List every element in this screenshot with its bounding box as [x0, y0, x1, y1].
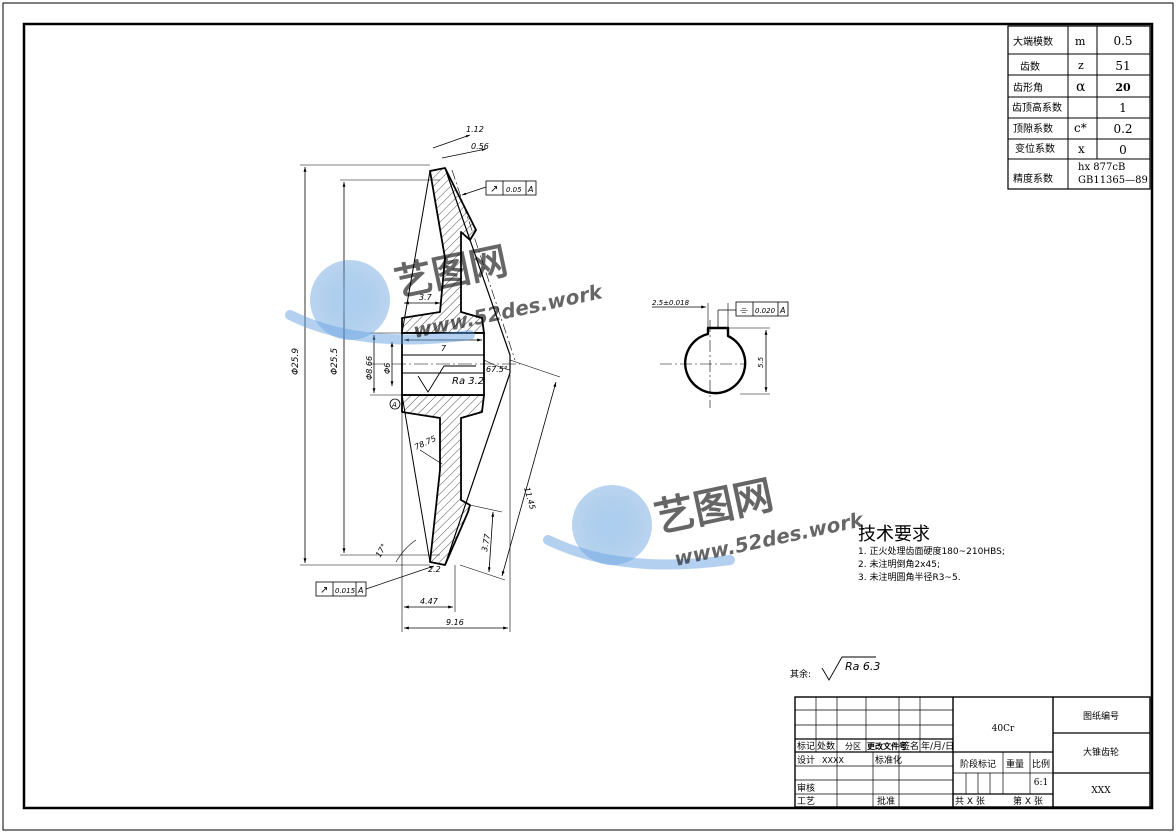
title-scale-value: 6:1	[1034, 778, 1048, 788]
dim-bore-diameter-a: Φ8.66	[365, 356, 374, 380]
tech-req-title: 技术要求	[858, 524, 930, 545]
title-stage-label: 阶段标记	[960, 758, 996, 770]
param-name-addendum: 齿顶高系数	[1012, 101, 1062, 114]
tolerance-bottom-datum: A	[357, 586, 363, 595]
dim-width-9: 9.16	[446, 618, 464, 627]
tolerance-frame-bottom: ↗ 0.015 A	[315, 581, 367, 597]
dim-total-width: 7	[441, 344, 447, 353]
tolerance-top-datum: A	[527, 185, 533, 194]
title-header-count: 处数	[817, 740, 835, 752]
dim-bore-diameter-b: Φ6	[383, 363, 392, 374]
keyway-view: 2.5±0.018 5.5 ⌯ 0.020 A	[652, 299, 789, 408]
watermark-globe-icon	[572, 485, 652, 565]
title-design-name: XXXX	[822, 756, 844, 765]
param-symbol-pressure-angle: α	[1076, 79, 1086, 95]
roughness-rest-label: 其余:	[790, 668, 811, 680]
param-name-clearance: 顶隙系数	[1013, 122, 1053, 135]
title-block: 标记 处数 分区 更改文件号 签名 年/月/日 设计 XXXX 标准化 审核 工…	[794, 696, 1151, 808]
dim-angle-a: 67.5°	[486, 365, 508, 374]
title-company: XXX	[1091, 786, 1111, 796]
param-symbol-module: m	[1075, 35, 1086, 48]
param-value-addendum: 1	[1119, 101, 1127, 115]
tech-req-item-2: 2. 未注明倒角2x45;	[858, 558, 940, 570]
dim-small-width: 2.2	[428, 565, 441, 574]
title-material: 40Cr	[992, 724, 1015, 734]
datum-a-label: A	[391, 401, 397, 409]
dim-hub-width: 3.7	[419, 293, 433, 302]
param-name-shift: 变位系数	[1015, 142, 1055, 155]
watermark-top: 艺图网 www.52des.work	[285, 238, 606, 345]
title-sheet-number: 第 X 张	[1013, 795, 1043, 807]
param-name-accuracy: 精度系数	[1013, 172, 1053, 185]
tech-req-item-3: 3. 未注明圆角半径R3~5.	[858, 571, 961, 583]
tolerance-keyway-datum: A	[779, 306, 785, 315]
dim-outer-diameter: Φ25.9	[291, 348, 301, 375]
tolerance-bottom-symbol: ↗	[320, 585, 328, 596]
roughness-rest: 其余: Ra 6.3	[790, 656, 880, 681]
title-sheets-total: 共 X 张	[955, 796, 985, 807]
dim-top-a: 1.12	[466, 125, 484, 134]
param-symbol-shift: x	[1078, 142, 1085, 156]
watermark-globe-icon	[310, 260, 390, 340]
gear-section-hatch	[401, 167, 485, 566]
param-name-teeth: 齿数	[1020, 60, 1040, 73]
title-drawing-number-label: 图纸编号	[1083, 710, 1119, 722]
roughness-ra-6-3: Ra 6.3	[845, 660, 880, 673]
title-approve-label: 批准	[877, 795, 895, 807]
title-header-mark: 标记	[797, 740, 815, 752]
tolerance-keyway-symbol: ⌯	[740, 305, 748, 316]
keyway-profile	[684, 326, 747, 395]
title-header-date: 年/月/日	[921, 740, 954, 752]
title-header-sign: 签名	[901, 740, 919, 752]
param-name-pressure-angle: 齿形角	[1013, 82, 1043, 94]
param-value-clearance: 0.2	[1113, 122, 1132, 136]
param-value-pressure-angle: 20	[1115, 81, 1131, 94]
dim-pitch-diameter: Φ25.5	[330, 348, 340, 375]
title-process-label: 工艺	[797, 796, 815, 807]
tolerance-bottom-value: 0.015	[335, 587, 356, 595]
dim-length-b: 3.77	[480, 532, 492, 552]
title-weight-label: 重量	[1006, 758, 1024, 770]
param-value-shift: 0	[1119, 143, 1127, 157]
tolerance-top-symbol: ↗	[490, 184, 498, 195]
param-name-module: 大端模数	[1013, 35, 1053, 48]
technical-requirements: 技术要求 1. 正火处理齿面硬度180~210HBS; 2. 未注明倒角2x45…	[858, 524, 1005, 583]
tolerance-top-value: 0.05	[506, 186, 522, 194]
tech-req-item-1: 1. 正火处理齿面硬度180~210HBS;	[858, 545, 1005, 557]
title-review-label: 审核	[797, 782, 815, 794]
dim-length-a: 11.45	[522, 486, 537, 510]
title-scale-label: 比例	[1032, 758, 1050, 770]
param-symbol-clearance: c*	[1074, 121, 1087, 135]
param-accuracy-line1: hx 877cB	[1078, 162, 1125, 173]
tolerance-frame-keyway: ⌯ 0.020 A	[735, 301, 789, 317]
gear-section-view: Φ25.9 Φ25.5 Φ8.66 Φ6 A 7 3.7 Ra 3.2 1.12…	[291, 125, 561, 632]
title-standard-label: 标准化	[875, 754, 902, 766]
roughness-ra-3-2: Ra 3.2	[452, 376, 484, 387]
param-value-module: 0.5	[1113, 34, 1132, 48]
inner-border	[22, 22, 1154, 810]
param-accuracy-line2: GB11365—89	[1078, 175, 1148, 186]
dim-key-height: 5.5	[757, 356, 765, 368]
dim-width-4: 4.47	[420, 597, 439, 606]
tolerance-frame-top: ↗ 0.05 A	[485, 180, 537, 196]
param-symbol-teeth: z	[1078, 59, 1084, 72]
title-header-zone: 分区	[845, 742, 861, 751]
dim-radius: 78.75	[413, 434, 438, 452]
dim-angle-b: 17°	[374, 542, 389, 559]
gear-parameter-table: 大端模数 m 0.5 齿数 z 51 齿形角 α 20 齿顶高系数 1 顶隙系数…	[1007, 25, 1151, 190]
param-value-teeth: 51	[1115, 59, 1130, 73]
title-header-change-doc: 更改文件号	[867, 741, 907, 751]
dim-top-b: 0.56	[471, 142, 489, 151]
tolerance-keyway-value: 0.020	[755, 307, 776, 315]
dim-key-width: 2.5±0.018	[652, 299, 690, 307]
title-design-label: 设计	[797, 754, 815, 766]
title-part-name: 大锥齿轮	[1083, 746, 1119, 758]
watermark-middle: 艺图网 www.52des.work	[543, 472, 867, 571]
